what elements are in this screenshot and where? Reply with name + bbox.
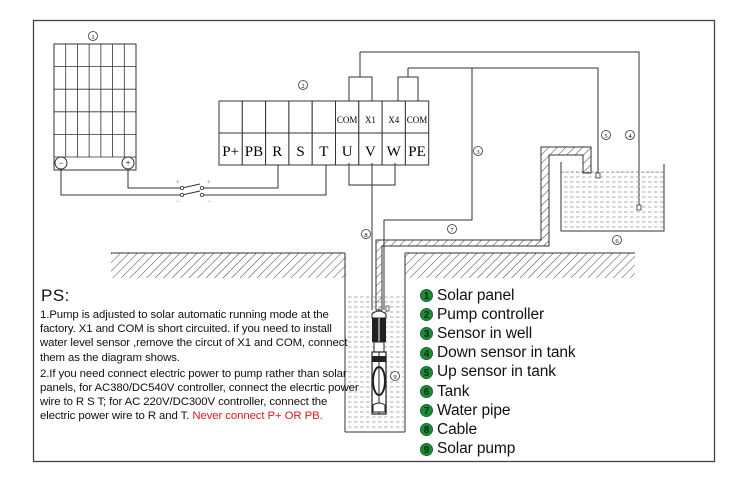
legend-label: Tank	[437, 382, 470, 400]
terminal-label-pb: PB	[245, 144, 263, 160]
up-sensor	[595, 172, 601, 179]
callout-5: 5	[601, 130, 611, 140]
down-sensor	[636, 204, 642, 211]
note-1: 1.Pump is adjusted to solar automatic ru…	[40, 309, 348, 364]
callout-2: 2	[298, 80, 308, 90]
callout-3: 3	[473, 146, 483, 156]
motor-wiring	[348, 163, 396, 310]
callout-7: 7	[447, 224, 457, 234]
callout-1: 1	[88, 31, 98, 41]
svg-text:8: 8	[364, 232, 367, 239]
terminal-label-com: COM	[407, 115, 428, 125]
terminal-label-w: W	[387, 144, 402, 160]
legend-label: Solar panel	[437, 286, 515, 304]
legend-item: 2 Pump controller	[420, 305, 576, 324]
svg-text:+: +	[125, 158, 130, 168]
legend-label: Pump controller	[437, 305, 545, 323]
legend-label: Up sensor in tank	[437, 363, 556, 381]
note-2-warning: Never connect P+ OR PB.	[192, 410, 323, 423]
dc-breaker-switch[interactable]: + + − −	[176, 180, 211, 205]
number-badge-icon: 1	[420, 289, 433, 303]
note-2-text: 2.If you need connect electric power to …	[40, 367, 359, 423]
svg-text:−: −	[207, 199, 211, 205]
svg-text:−: −	[58, 158, 63, 168]
legend-item: 1 Solar panel	[420, 286, 576, 305]
water-tank	[560, 162, 665, 232]
legend-item: 8 Cable	[420, 420, 576, 439]
svg-text:+: +	[207, 180, 211, 186]
number-badge-icon: 5	[420, 365, 433, 379]
controller-top-terminal	[265, 100, 290, 134]
legend: 1 Solar panel 2 Pump controller 3 Sensor in w…	[420, 286, 576, 459]
legend-item: 5 Up sensor in tank	[420, 363, 576, 382]
callout-9: 9	[390, 371, 400, 381]
terminal-label-u: U	[342, 144, 353, 160]
ps-notes: PS: 1.Pump is adjusted to solar automati…	[40, 286, 360, 426]
terminal-label-pplus: P+	[222, 144, 239, 160]
note-2: 2.If you need connect electric power to …	[40, 367, 360, 424]
legend-item: 4 Down sensor in tank	[420, 344, 576, 363]
svg-text:9: 9	[393, 374, 396, 381]
callout-4: 4	[625, 130, 635, 140]
number-badge-icon: 3	[420, 327, 433, 341]
sensor-wiring	[348, 51, 640, 310]
solar-panel: − +	[53, 43, 137, 171]
svg-text:5: 5	[604, 133, 607, 140]
svg-text:7: 7	[450, 227, 454, 234]
terminal-label-x1: X1	[365, 115, 376, 125]
terminal-label-t: T	[319, 144, 328, 160]
controller-top-terminal	[218, 100, 243, 134]
number-badge-icon: 2	[420, 308, 433, 322]
terminal-label-s: S	[296, 144, 304, 160]
ps-title: PS:	[41, 286, 70, 305]
legend-item: 9 Solar pump	[420, 440, 576, 459]
terminal-label-r: R	[272, 144, 282, 160]
legend-item: 3 Sensor in well	[420, 324, 576, 343]
svg-text:−: −	[176, 199, 180, 205]
svg-text:4: 4	[628, 133, 632, 140]
legend-item: 7 Water pipe	[420, 401, 576, 420]
number-badge-icon: 9	[420, 442, 433, 456]
svg-text:+: +	[176, 180, 180, 186]
solar-pump	[371, 305, 390, 415]
svg-text:6: 6	[615, 238, 619, 245]
callout-8: 8	[361, 229, 371, 239]
outer-frame	[32, 19, 716, 463]
dc-wiring	[60, 163, 327, 196]
number-badge-icon: 8	[420, 423, 433, 437]
controller-top-terminal	[241, 100, 267, 134]
number-badge-icon: 4	[420, 346, 433, 360]
legend-label: Water pipe	[437, 401, 511, 419]
controller-bottom-terminal	[404, 132, 430, 166]
terminal-label-v: V	[365, 144, 376, 160]
number-badge-icon: 6	[420, 385, 433, 399]
svg-text:3: 3	[476, 149, 479, 156]
legend-label: Solar pump	[437, 440, 516, 458]
number-badge-icon: 7	[420, 404, 433, 418]
svg-text:2: 2	[301, 83, 304, 90]
legend-item: 6 Tank	[420, 382, 576, 401]
legend-label: Sensor in well	[437, 324, 533, 342]
svg-text:1: 1	[91, 34, 94, 41]
legend-label: Cable	[437, 420, 477, 438]
terminal-label-pe: PE	[408, 144, 426, 160]
ground	[111, 252, 635, 432]
controller-top-terminal	[288, 100, 313, 134]
controller-top-terminal	[311, 100, 337, 134]
callout-6: 6	[612, 235, 622, 245]
terminal-label-x4: X4	[388, 115, 399, 125]
water-pipe	[375, 146, 592, 311]
terminal-label-com: COM	[337, 115, 358, 125]
legend-label: Down sensor in tank	[437, 344, 576, 362]
